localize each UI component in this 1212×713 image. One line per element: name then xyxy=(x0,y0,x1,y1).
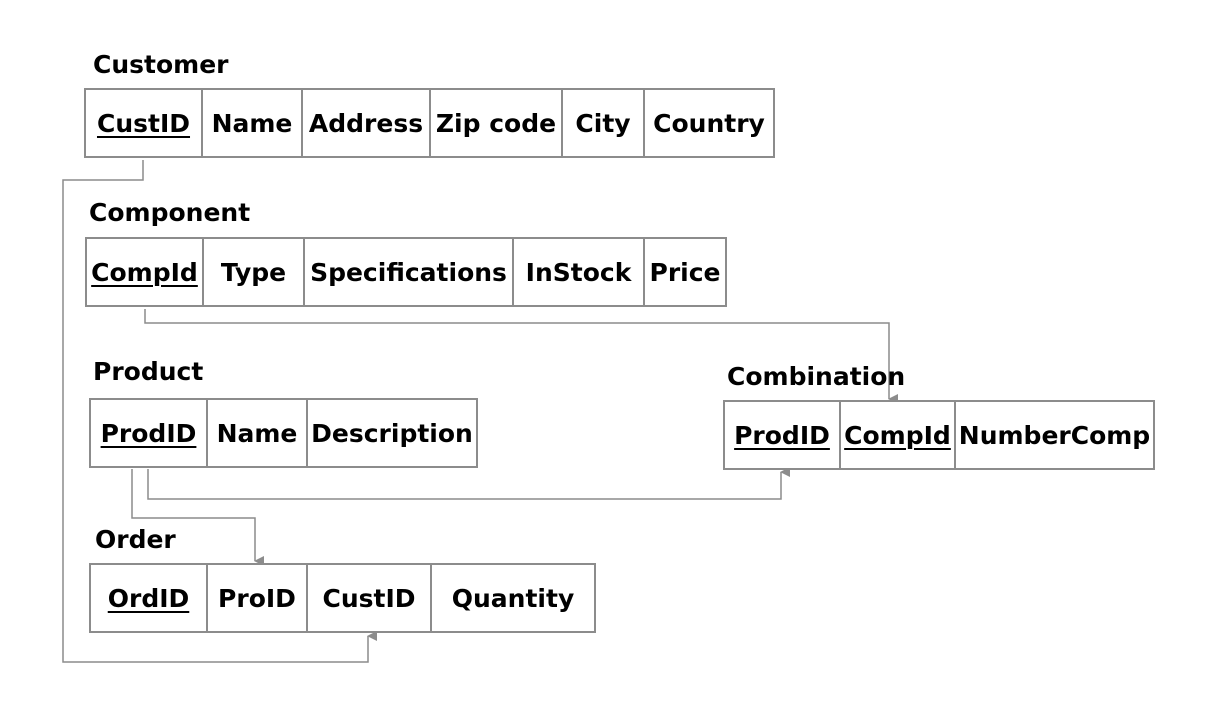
connector-component-combination xyxy=(144,309,898,404)
product-column-prodid: ProdID xyxy=(91,400,208,466)
component-table: CompId Type Specifications InStock Price xyxy=(85,237,727,307)
order-table-title: Order xyxy=(95,525,176,554)
customer-column-country: Country xyxy=(653,108,765,138)
customer-column-zip-code: Zip code xyxy=(431,90,563,156)
order-column-quantity: Quantity xyxy=(451,583,575,613)
component-column-price: Price xyxy=(649,257,721,287)
component-column-compid: CompId xyxy=(87,239,204,305)
customer-column-city: City xyxy=(563,90,645,156)
connector-customer-order xyxy=(62,160,377,663)
product-column-description: Description xyxy=(311,418,473,448)
component-column-type: Type xyxy=(204,239,305,305)
component-column-instock: InStock xyxy=(514,239,645,305)
customer-column-name: Name xyxy=(203,90,303,156)
product-column-name: Name xyxy=(208,400,308,466)
order-column-custid: CustID xyxy=(308,565,432,631)
order-column-ordid: OrdID xyxy=(91,565,208,631)
order-column-proid: ProID xyxy=(208,565,308,631)
customer-table: CustID Name Address Zip code City Countr… xyxy=(84,88,775,158)
connector-product-order xyxy=(131,469,264,566)
order-table: OrdID ProID CustID Quantity xyxy=(89,563,596,633)
customer-table-title: Customer xyxy=(93,50,229,79)
combination-column-compid: CompId xyxy=(841,402,956,468)
customer-column-custid: CustID xyxy=(86,90,203,156)
combination-table: ProdID CompId NumberComp xyxy=(723,400,1155,470)
component-column-specifications: Specifications xyxy=(305,239,514,305)
product-table-title: Product xyxy=(93,357,204,386)
product-table: ProdID Name Description xyxy=(89,398,478,468)
combination-column-numbercomp: NumberComp xyxy=(958,420,1151,450)
combination-column-prodid: ProdID xyxy=(725,402,841,468)
customer-column-address: Address xyxy=(303,90,431,156)
connector-product-combination xyxy=(147,467,790,500)
combination-table-title: Combination xyxy=(727,362,906,391)
component-table-title: Component xyxy=(89,198,251,227)
